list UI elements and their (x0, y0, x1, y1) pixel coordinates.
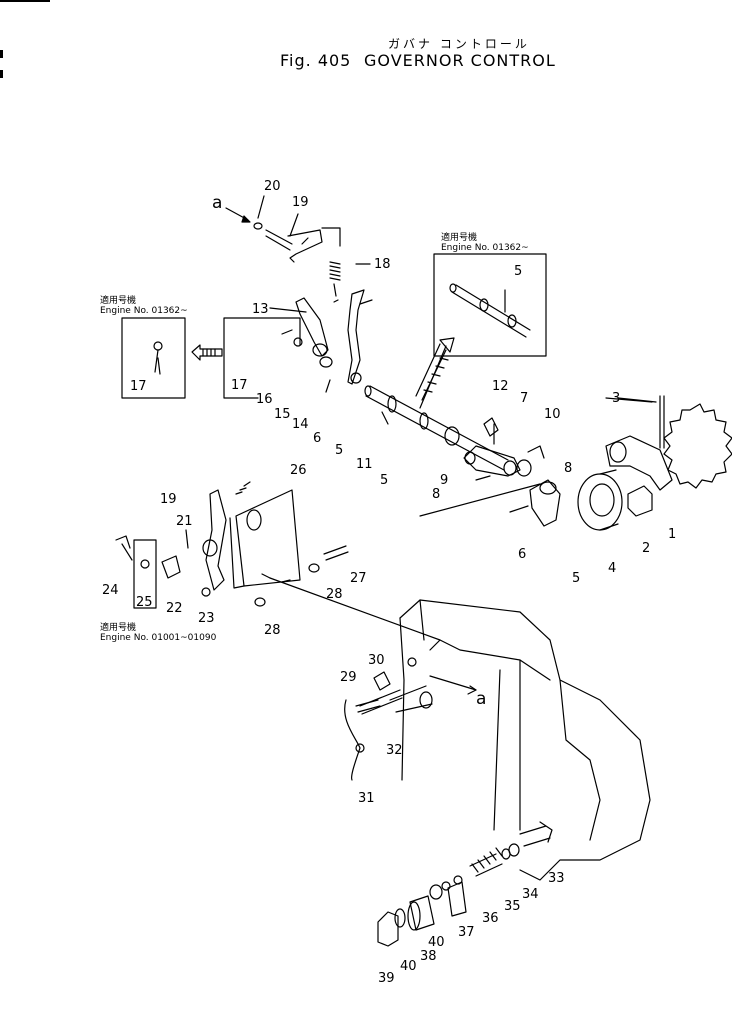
callout-label: 36 (482, 911, 499, 926)
callout-label: 12 (492, 379, 509, 394)
callout-label: 40 (400, 959, 417, 974)
callout-label: 13 (252, 302, 269, 317)
callout-label: 27 (350, 571, 367, 586)
inset-shaft: 適用号機 Engine No. 01362~ (433, 231, 547, 357)
callout-label: 24 (102, 583, 119, 598)
page-title: GOVERNOR CONTROL (364, 51, 556, 70)
callout-label: 20 (264, 179, 281, 194)
callout-label: 38 (420, 949, 437, 964)
callout-label: 5 (335, 443, 343, 458)
callout-label: 8 (564, 461, 572, 476)
callout-label: 31 (358, 791, 375, 806)
callout-label: 7 (520, 391, 528, 406)
lever-7-assembly (463, 417, 545, 481)
flyweight-assembly (509, 395, 732, 531)
callout-label: 30 (368, 653, 385, 668)
callout-label: 29 (340, 670, 357, 685)
callout-label: 34 (522, 887, 539, 902)
callout-letter: a (212, 193, 222, 213)
inset-note-jp: 適用号機 (100, 294, 136, 306)
inset-clip: 適用号機 Engine No. 01362~ (100, 294, 223, 399)
callout-label: 1 (668, 527, 676, 542)
callout-label: 9 (440, 473, 448, 488)
spring-stack (377, 821, 553, 947)
callout-label: 28 (326, 587, 343, 602)
inset-note-jp: 適用号機 (100, 621, 136, 633)
callout-label: 4 (608, 561, 616, 576)
callout-label: 11 (356, 457, 373, 472)
inset-note-en: Engine No. 01362~ (100, 306, 188, 316)
inset-note-jp: 適用号機 (441, 231, 477, 243)
callout-label: 25 (136, 595, 153, 610)
callout-label: 40 (428, 935, 445, 950)
callout-label: 16 (256, 392, 273, 407)
callout-label: 21 (176, 514, 193, 529)
callout-label: 33 (548, 871, 565, 886)
scan-edge-mark (0, 50, 3, 58)
callout-letter: a (476, 689, 486, 709)
callout-label: 5 (572, 571, 580, 586)
callout-label: 19 (292, 195, 309, 210)
callout-label: 6 (313, 431, 321, 446)
inset-note-en: Engine No. 01001~01090 (100, 633, 217, 643)
callout-label: 35 (504, 899, 521, 914)
engine-housing (344, 599, 651, 881)
callout-label: 22 (166, 601, 183, 616)
callout-label: 37 (458, 925, 475, 940)
title-japanese: ガバナ コントロール (388, 37, 530, 51)
governor-shaft (364, 337, 509, 471)
callout-label: 17 (130, 379, 147, 394)
figure-number: Fig. 405 (280, 51, 351, 70)
scan-edge-mark (0, 70, 3, 78)
callout-label: 5 (380, 473, 388, 488)
callout-label: 23 (198, 611, 215, 626)
callout-label: 15 (274, 407, 291, 422)
callout-label: 10 (544, 407, 561, 422)
callout-label: 19 (160, 492, 177, 507)
callout-label: 39 (378, 971, 395, 986)
callout-label: 6 (518, 547, 526, 562)
inset-note-en: Engine No. 01362~ (441, 243, 529, 253)
callout-labels: a a 20 19 18 13 17 17 16 15 14 6 5 5 11 … (102, 179, 676, 986)
callout-label: 28 (264, 623, 281, 638)
callout-label: 5 (514, 264, 522, 279)
callout-label: 8 (432, 487, 440, 502)
callout-label: 17 (231, 378, 248, 393)
callout-label: 26 (290, 463, 307, 478)
scan-edge-mark (0, 0, 50, 2)
callout-label: 14 (292, 417, 309, 432)
lever-13-assembly (281, 289, 373, 393)
upper-lever-assembly (225, 207, 341, 303)
callout-label: 2 (642, 541, 650, 556)
callout-label: 32 (386, 743, 403, 758)
callout-label: 18 (374, 257, 391, 272)
bracket-plate: 適用号機 Engine No. 01001~01090 (100, 481, 349, 643)
